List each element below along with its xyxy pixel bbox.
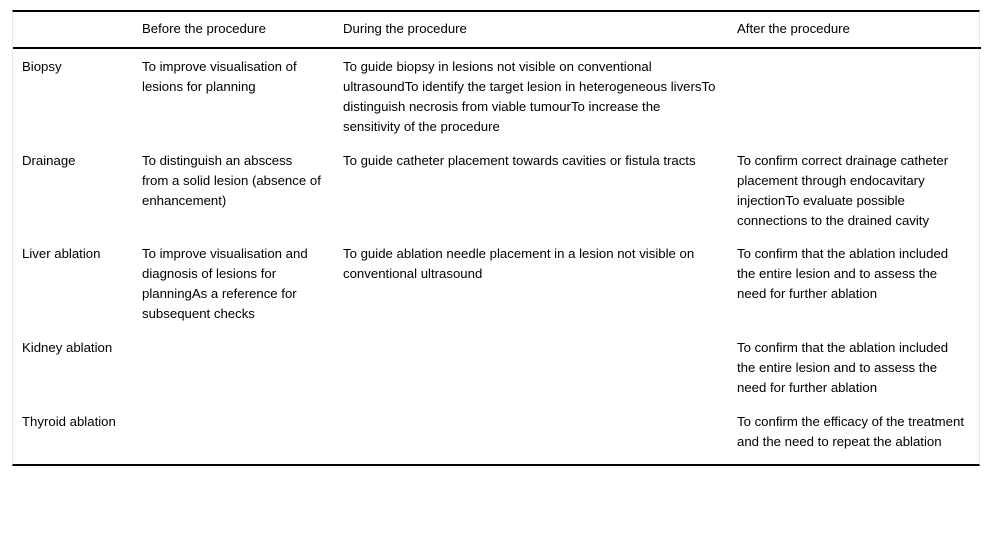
cell-after: To confirm correct drainage catheter pla… xyxy=(728,146,981,239)
table-row: Liver ablation To improve visualisation … xyxy=(13,239,981,333)
column-header-during: During the procedure xyxy=(334,12,728,49)
after-text: To confirm that the ablation included th… xyxy=(737,246,949,301)
procedure-label: Liver ablation xyxy=(22,246,101,261)
during-text xyxy=(343,338,716,339)
procedure-phases-table: Before the procedure During the procedur… xyxy=(13,12,981,464)
procedure-label: Biopsy xyxy=(22,59,62,74)
cell-before: To improve visualisation of lesions for … xyxy=(133,48,334,146)
procedure-label: Kidney ablation xyxy=(22,340,113,355)
cell-procedure: Liver ablation xyxy=(13,239,133,333)
header-row: Before the procedure During the procedur… xyxy=(13,12,981,49)
cell-before xyxy=(133,333,334,407)
cell-after: To confirm that the ablation included th… xyxy=(728,239,981,333)
cell-during: To guide biopsy in lesions not visible o… xyxy=(334,48,728,146)
cell-during xyxy=(334,333,728,407)
column-header-procedure xyxy=(13,12,133,49)
before-text xyxy=(142,338,322,339)
procedure-label: Thyroid ablation xyxy=(22,414,116,429)
cell-after: To confirm the efficacy of the treatment… xyxy=(728,407,981,464)
during-text xyxy=(343,412,716,413)
during-text: To guide biopsy in lesions not visible o… xyxy=(343,59,716,134)
cell-procedure: Kidney ablation xyxy=(13,333,133,407)
cell-procedure: Drainage xyxy=(13,146,133,239)
before-text: To improve visualisation and diagnosis o… xyxy=(142,246,308,321)
before-text: To improve visualisation of lesions for … xyxy=(142,59,297,94)
table-row: Thyroid ablation To confirm the efficacy… xyxy=(13,407,981,464)
after-text: To confirm the efficacy of the treatment… xyxy=(737,414,964,449)
cell-before xyxy=(133,407,334,464)
after-text xyxy=(737,57,969,58)
table-header: Before the procedure During the procedur… xyxy=(13,12,981,49)
after-text: To confirm that the ablation included th… xyxy=(737,340,949,395)
data-table-container: Before the procedure During the procedur… xyxy=(12,10,981,466)
table-body: Biopsy To improve visualisation of lesio… xyxy=(13,48,981,464)
during-text: To guide ablation needle placement in a … xyxy=(343,246,695,281)
table-row: Biopsy To improve visualisation of lesio… xyxy=(13,48,981,146)
cell-procedure: Biopsy xyxy=(13,48,133,146)
table-row: Kidney ablation To confirm that the abla… xyxy=(13,333,981,407)
table-row: Drainage To distinguish an abscess from … xyxy=(13,146,981,239)
cell-during: To guide catheter placement towards cavi… xyxy=(334,146,728,239)
procedure-label: Drainage xyxy=(22,153,76,168)
cell-procedure: Thyroid ablation xyxy=(13,407,133,464)
column-header-before: Before the procedure xyxy=(133,12,334,49)
cell-after xyxy=(728,48,981,146)
cell-after: To confirm that the ablation included th… xyxy=(728,333,981,407)
cell-during xyxy=(334,407,728,464)
cell-before: To distinguish an abscess from a solid l… xyxy=(133,146,334,239)
cell-during: To guide ablation needle placement in a … xyxy=(334,239,728,333)
before-text xyxy=(142,412,322,413)
before-text: To distinguish an abscess from a solid l… xyxy=(142,153,321,208)
cell-before: To improve visualisation and diagnosis o… xyxy=(133,239,334,333)
column-header-after: After the procedure xyxy=(728,12,981,49)
during-text: To guide catheter placement towards cavi… xyxy=(343,153,696,168)
after-text: To confirm correct drainage catheter pla… xyxy=(737,153,949,228)
